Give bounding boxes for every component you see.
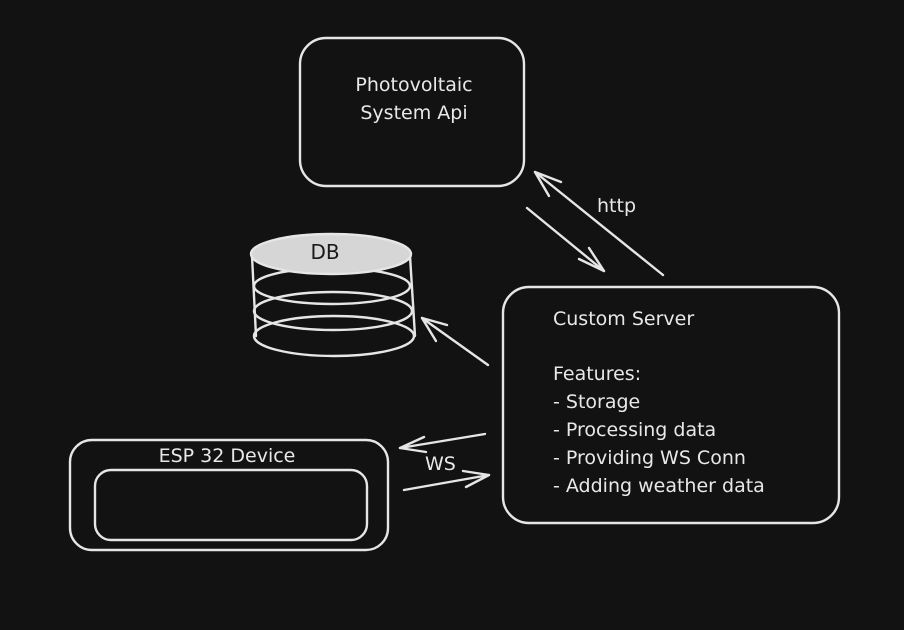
arrow-server-to-api-head xyxy=(533,170,563,198)
db-label: DB xyxy=(310,240,339,264)
arrow-server-to-db xyxy=(420,316,490,367)
arrow-api-to-server-line xyxy=(525,206,606,273)
photovoltaic-api-node: Photovoltaic System Api xyxy=(298,36,526,188)
custom-server-features-heading: Features: xyxy=(553,363,641,385)
arrow-esp-to-server-head xyxy=(461,469,491,489)
ws-label: WS xyxy=(425,453,456,475)
custom-server-box xyxy=(501,285,841,525)
http-label: http xyxy=(597,195,636,217)
custom-server-node: Custom Server Features: - Storage - Proc… xyxy=(501,285,841,525)
db-right-side xyxy=(408,254,417,338)
arrow-server-to-esp-head xyxy=(398,435,428,454)
feature-item-storage: - Storage xyxy=(553,391,640,413)
photovoltaic-api-label-line1: Photovoltaic xyxy=(355,74,472,96)
esp-device-node: ESP 32 Device xyxy=(68,438,390,552)
arrow-server-to-api xyxy=(533,170,665,277)
db-ring-3 xyxy=(252,290,414,332)
db-left-side xyxy=(250,254,258,338)
photovoltaic-api-label-line2: System Api xyxy=(360,102,467,124)
arrow-esp-to-server xyxy=(402,469,491,492)
database-node: DB xyxy=(249,232,417,358)
db-bottom-ring xyxy=(252,314,416,358)
feature-item-processing: - Processing data xyxy=(553,419,716,441)
custom-server-title: Custom Server xyxy=(553,308,694,330)
photovoltaic-api-box xyxy=(298,36,526,188)
arrow-server-to-api-line xyxy=(533,170,665,277)
arrow-server-to-db-line xyxy=(420,316,490,367)
arrow-server-to-db-head xyxy=(420,316,449,343)
arrow-api-to-server-head xyxy=(577,246,606,273)
arrow-server-to-esp xyxy=(398,432,487,454)
feature-item-weather: - Adding weather data xyxy=(553,475,765,497)
arrow-api-to-server xyxy=(525,206,606,273)
feature-item-ws-conn: - Providing WS Conn xyxy=(553,447,746,469)
esp-device-inner-box xyxy=(93,468,369,542)
arrow-server-to-esp-line xyxy=(398,432,487,450)
arrow-esp-to-server-line xyxy=(402,473,491,492)
db-top-ellipse xyxy=(249,232,413,276)
esp-device-label: ESP 32 Device xyxy=(159,445,296,467)
esp-device-outer-box xyxy=(68,438,390,552)
